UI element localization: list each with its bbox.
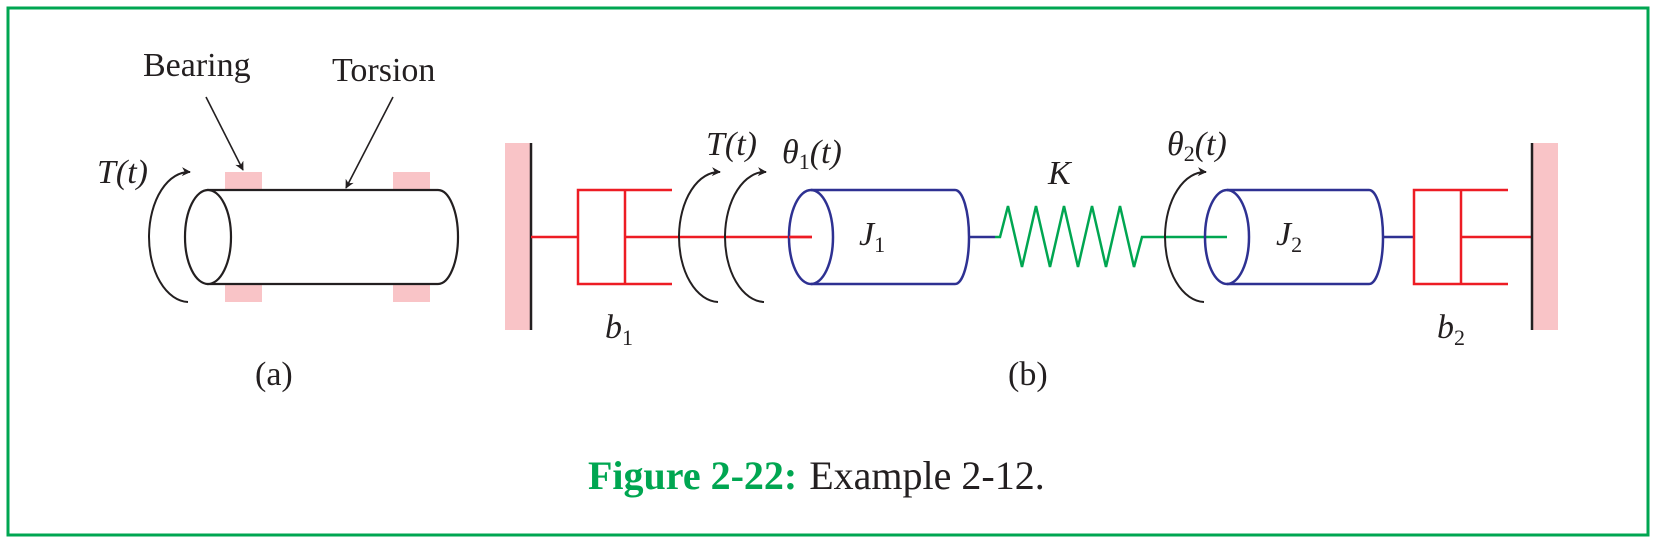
figure-border [6, 6, 1650, 537]
shaft-end-face [183, 188, 233, 286]
theta1-label: θ1(t) [782, 134, 842, 174]
inertia-j2-body [1227, 188, 1385, 286]
caption-number: Figure 2-22: [588, 453, 797, 498]
damper-b1 [531, 188, 812, 286]
bearing-label: Bearing [143, 47, 251, 84]
bearing-leader [205, 96, 244, 171]
b2-subscript: 2 [1454, 325, 1465, 350]
spring-label: K [1047, 155, 1073, 192]
torque-label-a: T(t) [97, 154, 148, 191]
theta2-arrow [1164, 167, 1207, 303]
b2-symbol: b [1437, 309, 1454, 346]
theta1-arrow [724, 167, 767, 303]
theta2-label: θ2(t) [1167, 126, 1227, 166]
figure-caption: Figure 2-22: Example 2-12. [588, 453, 1045, 498]
j2-symbol: J [1276, 216, 1293, 253]
theta1-argument: (t) [810, 134, 842, 171]
torque-arrow-a [148, 167, 191, 303]
wall-right [1532, 143, 1558, 330]
torsion-leader [345, 96, 394, 189]
torsion-label: Torsion [332, 52, 435, 89]
j1-symbol: J [859, 216, 876, 253]
j2-subscript: 2 [1291, 232, 1302, 257]
theta2-argument: (t) [1195, 126, 1227, 163]
inertia-j1-body [811, 188, 971, 286]
j1-subscript: 1 [874, 232, 885, 257]
torque-label-b: T(t) [706, 126, 757, 163]
j1-label: J1 [859, 216, 885, 257]
damper-b2 [1412, 188, 1532, 286]
wall-left [505, 143, 531, 330]
caption-text: Example 2-12. [809, 453, 1045, 498]
shaft-body [206, 188, 460, 286]
b1-subscript: 1 [622, 325, 633, 350]
torque-arrow-b [678, 167, 721, 303]
b1-symbol: b [605, 309, 622, 346]
theta2-subscript: 2 [1184, 141, 1195, 166]
sublabel-b: (b) [1008, 356, 1048, 393]
inertia-j2-face [1203, 188, 1251, 286]
j2-label: J2 [1276, 216, 1302, 257]
theta1-subscript: 1 [799, 149, 810, 174]
theta2-symbol: θ [1167, 126, 1184, 163]
theta1-symbol: θ [782, 134, 799, 171]
b2-label: b2 [1437, 309, 1465, 350]
rotational-system-b: T(t) θ1(t) K θ2(t) J1 J2 b1 b2 (b) [505, 126, 1558, 393]
shaft-diagram-a: Bearing Torsion T(t) (a) [97, 47, 460, 393]
b1-label: b1 [605, 309, 633, 350]
spring-k [995, 205, 1227, 268]
sublabel-a: (a) [255, 356, 293, 393]
